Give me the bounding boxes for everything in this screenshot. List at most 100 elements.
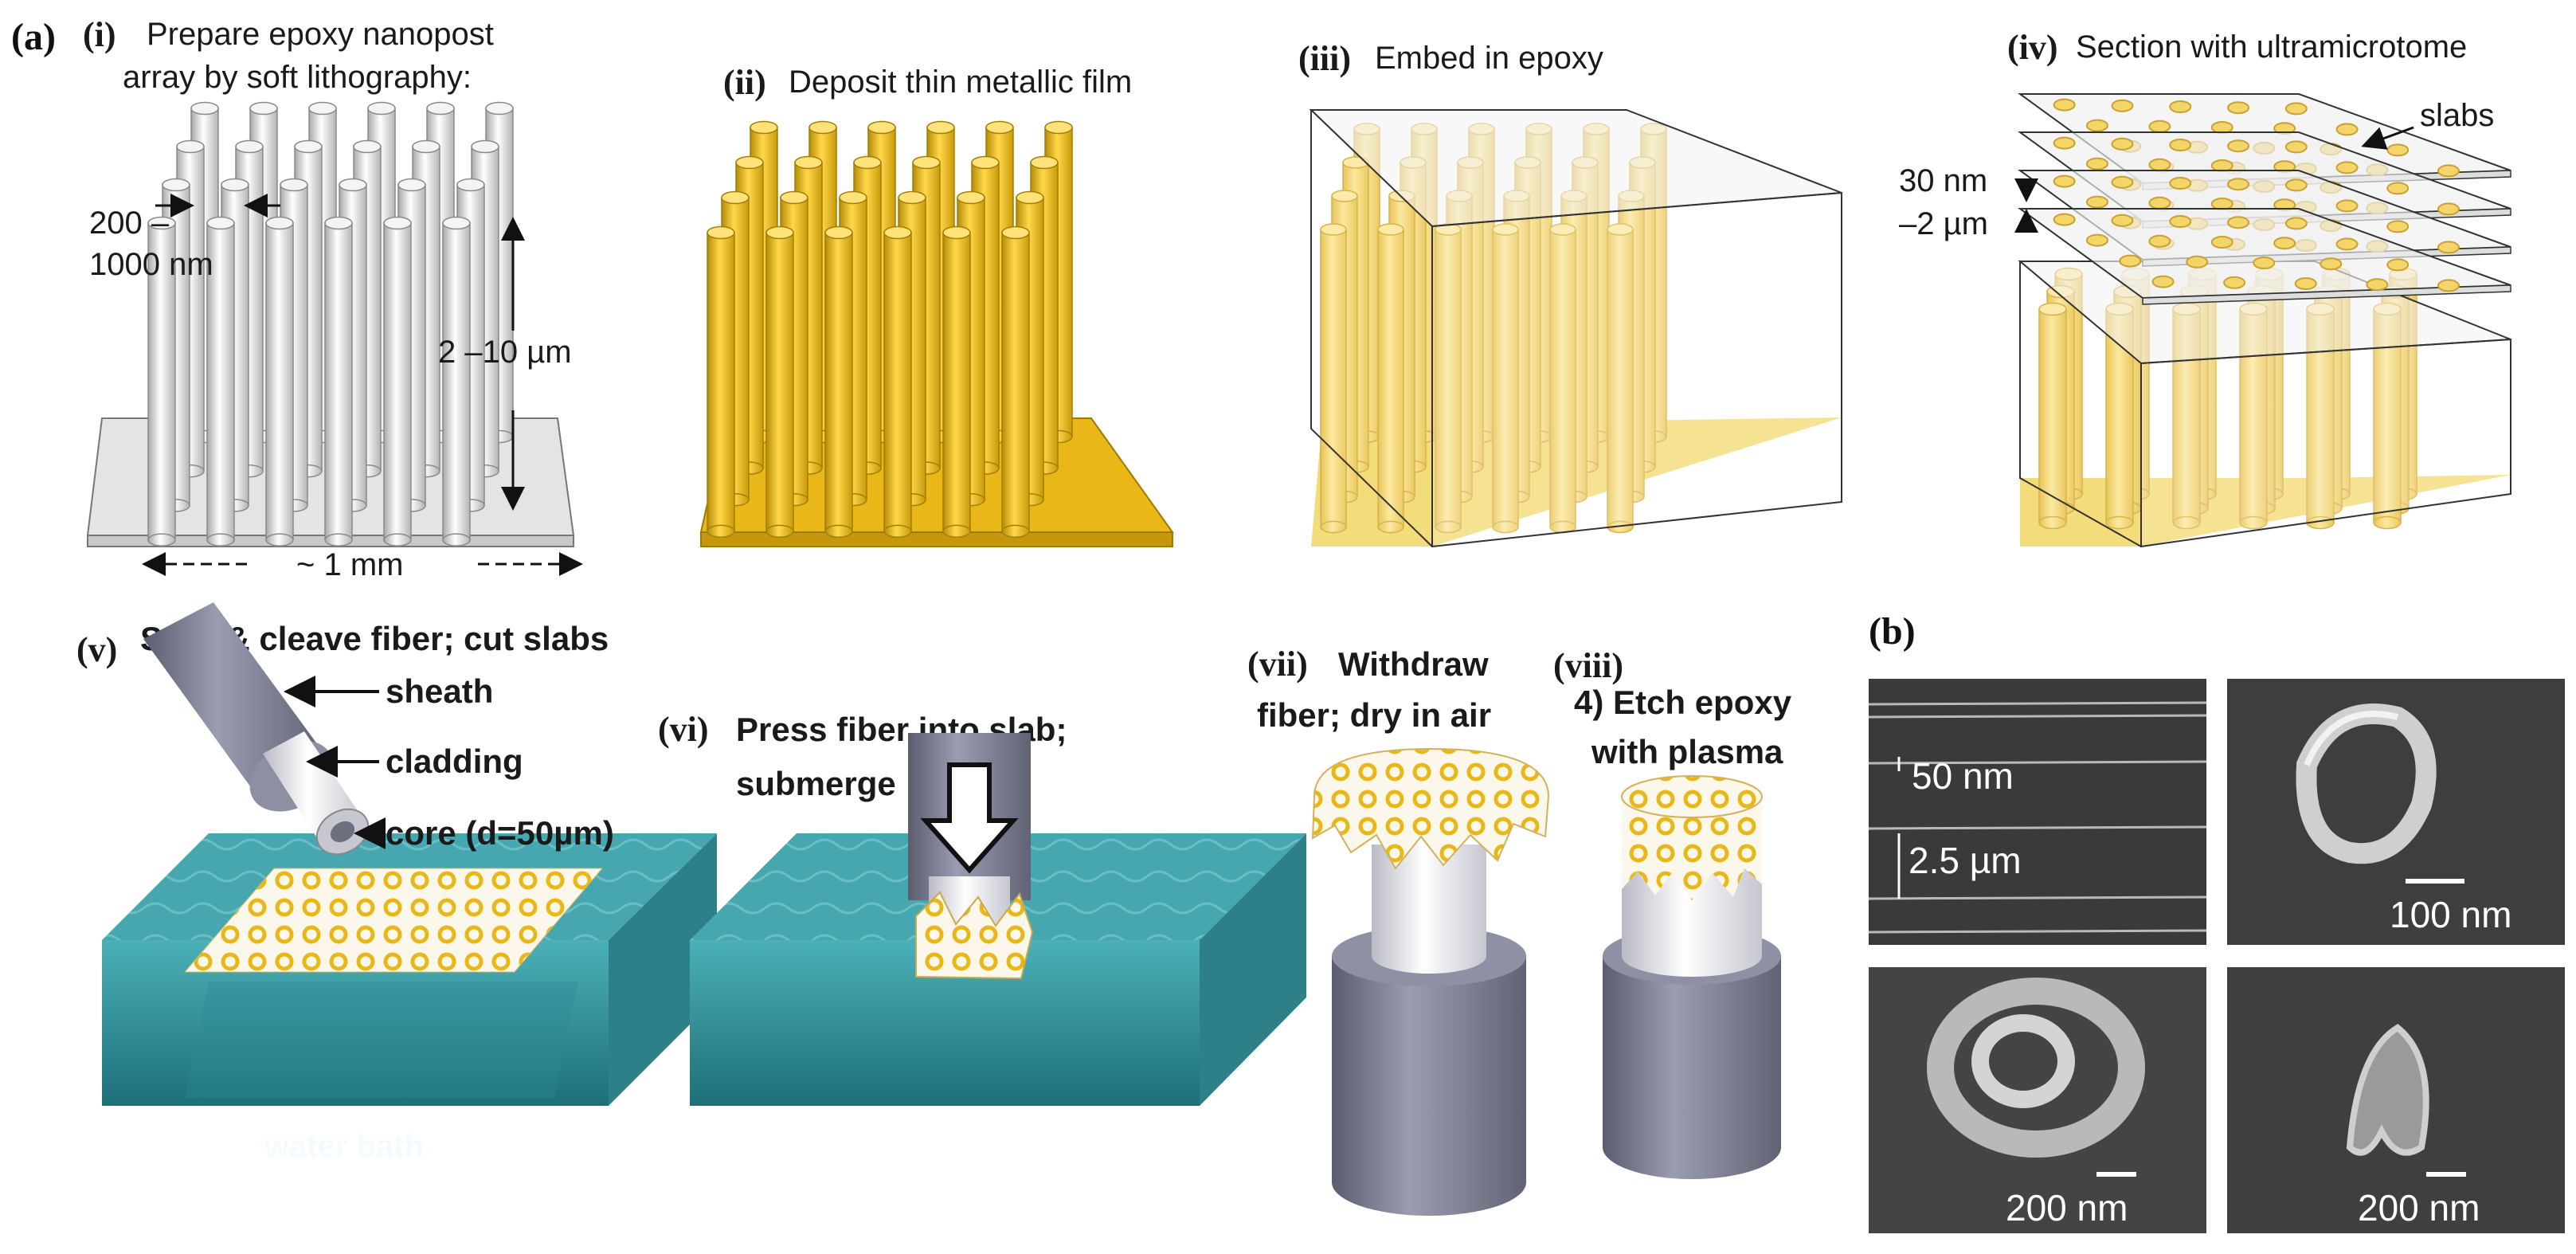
slab-nanoring <box>2437 202 2460 216</box>
step-i-title-line1: Prepare epoxy nanopost <box>147 17 494 52</box>
nanopost-cap <box>912 155 941 170</box>
nanopost-body <box>1001 232 1030 532</box>
slab-nanoring <box>2111 214 2134 227</box>
nanopost <box>942 225 971 539</box>
width-label: ~ 1 mm <box>296 547 403 582</box>
sem-scale-tr: 100 nm <box>2390 894 2511 935</box>
nanopost-cap <box>853 155 882 170</box>
slab-nanoring <box>2437 241 2460 254</box>
nanopost-cap <box>765 225 794 240</box>
sem-spacing-large: 2.5 µm <box>1909 840 2022 881</box>
step-vi: (vi) Press fiber into slab; submerge <box>658 710 1306 1106</box>
nanoring-inner <box>1971 1014 2075 1108</box>
nanopost-body <box>707 232 735 532</box>
water-side-v <box>609 833 717 1106</box>
step-i: (i) Prepare epoxy nanopost array by soft… <box>83 15 583 582</box>
nanopost-cap <box>397 178 426 192</box>
step-vii-title-line1: Withdraw <box>1338 645 1489 683</box>
nanopost-body <box>765 232 794 532</box>
nanopost <box>1492 223 1519 534</box>
fiber-tip-face <box>1621 775 1763 818</box>
nanopost <box>765 225 794 539</box>
nanopost <box>883 225 912 539</box>
nanopost-base <box>265 533 294 547</box>
nanopost-body <box>442 222 471 541</box>
nanopost-body <box>1320 229 1347 528</box>
slab-nanoring <box>2085 233 2108 247</box>
sem-spacing-small: 50 nm <box>1912 755 2014 797</box>
slab <box>2017 208 2511 305</box>
nanopost-cap <box>721 190 750 205</box>
slab-nanoring <box>2386 143 2410 157</box>
nanopost-base <box>765 524 794 539</box>
nanopost-body <box>1549 229 1576 528</box>
nanoring-fragment <box>2346 1024 2429 1156</box>
water-inner-shade <box>185 982 578 1098</box>
nanopost-cap <box>471 139 499 154</box>
slab-wrapping-fiber <box>915 891 1034 980</box>
water-bath-label: water bath <box>264 1129 424 1164</box>
slab-nanoring <box>2386 220 2410 233</box>
step-viii-title-line2: with plasma <box>1591 733 1783 770</box>
nanopost-cap <box>1331 190 1358 202</box>
nanopost <box>1320 223 1347 534</box>
epoxy-block-edges <box>1310 110 1433 547</box>
step-iii-numeral: (iii) <box>1298 39 1351 78</box>
nanopost-cap <box>308 101 337 116</box>
nanopost-cap <box>221 178 249 192</box>
nanopost-cap <box>1030 155 1059 170</box>
step-iii: (iii) Embed in epoxy <box>1298 39 1842 548</box>
nanopost-cap <box>898 190 926 205</box>
nanopost <box>1435 223 1462 534</box>
slab-nanoring <box>2169 215 2192 228</box>
slab-nanoring <box>2148 196 2171 210</box>
nanopost-cap <box>750 120 778 135</box>
slab-nanoring <box>2119 254 2142 268</box>
nanopost <box>1549 223 1576 534</box>
slab-nanoring <box>2335 161 2359 174</box>
slab-draped-on-fiber <box>1311 747 1550 870</box>
slab-nanoring <box>2053 136 2076 150</box>
nanopost-base <box>883 524 912 539</box>
diameter-label-line2: 1000 nm <box>89 247 213 282</box>
sem-image-bottom-left: 200 nm <box>1869 967 2206 1233</box>
nanopost-cap <box>926 120 955 135</box>
height-label: 2 –10 µm <box>438 335 572 370</box>
section-block-front <box>2140 338 2511 548</box>
slab-edge <box>2142 284 2511 305</box>
nanopost-base <box>324 533 353 547</box>
nanopost-body <box>383 222 412 541</box>
slab-nanoring <box>2169 139 2192 151</box>
slab-edge-line <box>1868 929 2207 934</box>
nanopost-cap <box>456 178 485 192</box>
slab-nanoring <box>2148 120 2171 133</box>
nanopost-body <box>1377 229 1404 528</box>
panel-a-label: (a) <box>11 16 56 58</box>
nanopost-body <box>1435 229 1462 528</box>
slab-nanoring <box>2053 174 2076 188</box>
step-vii-title-line2: fiber; dry in air <box>1257 696 1491 734</box>
slab-nanoring <box>2437 164 2460 178</box>
nanopost-body <box>942 232 971 532</box>
slab-nanoring <box>2227 101 2250 115</box>
slab-nanoring <box>2284 140 2308 154</box>
nanoring-outer <box>1927 978 2145 1158</box>
step-iv: (iv) Section with ultramicrotome slabs 3… <box>1899 28 2511 548</box>
nanopost-cap <box>442 216 471 230</box>
slab-nanoring <box>2320 257 2343 271</box>
nanopost-base <box>147 533 176 547</box>
nanopost-cap <box>280 178 308 192</box>
nanopost-base <box>442 533 471 547</box>
nanopost-cap <box>383 216 412 230</box>
nanopost <box>1607 223 1634 534</box>
slab-nanoring <box>2148 234 2171 248</box>
sheath-label: sheath <box>386 672 493 710</box>
nanopost-cap <box>353 139 382 154</box>
nanopost-cap <box>249 101 278 116</box>
fiber-sheath-vii <box>1332 956 1526 1216</box>
nanopost-cap <box>324 216 353 230</box>
nanopost-cap <box>867 120 896 135</box>
core-label: core (d=50µm) <box>386 814 614 852</box>
section-post-base <box>2172 515 2201 530</box>
